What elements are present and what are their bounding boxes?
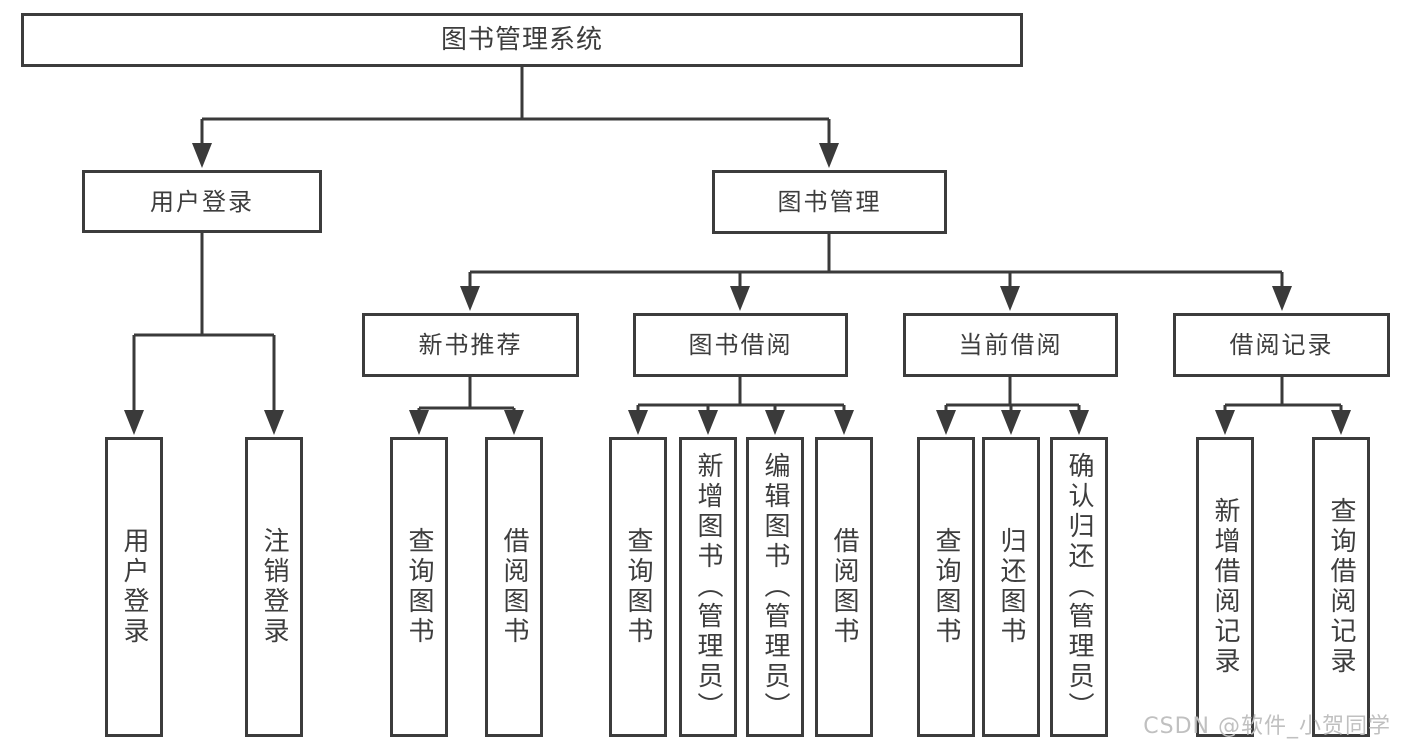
leaf-query-borrow-record: 查询借阅记录 bbox=[1312, 437, 1370, 737]
leaf-borrow-books: 借阅图书 bbox=[815, 437, 873, 737]
arrowhead bbox=[1215, 410, 1235, 435]
leaf-query-books: 查询图书 bbox=[609, 437, 667, 737]
arrowhead bbox=[1331, 410, 1351, 435]
arrowhead bbox=[698, 410, 718, 435]
node-book-borrow: 图书借阅 bbox=[633, 313, 848, 377]
arrowhead bbox=[628, 410, 648, 435]
connector-book-management bbox=[468, 234, 1284, 289]
leaf-add-books-admin: 新增图书（管理员） bbox=[679, 437, 737, 737]
leaf-confirm-return-admin: 确认归还（管理员） bbox=[1050, 437, 1108, 737]
csdn-watermark: CSDN @软件_小贺同学 bbox=[1143, 714, 1391, 739]
leaf-query-books: 查询图书 bbox=[390, 437, 448, 737]
arrowhead bbox=[1000, 286, 1020, 311]
arrowhead bbox=[730, 286, 750, 311]
connector-book-borrow bbox=[636, 377, 846, 412]
arrowhead bbox=[409, 410, 429, 435]
arrowhead bbox=[1272, 286, 1292, 311]
connector-user-login bbox=[132, 233, 276, 412]
arrowhead bbox=[1069, 410, 1089, 435]
arrowhead bbox=[504, 410, 524, 435]
node-current-borrow: 当前借阅 bbox=[903, 313, 1118, 377]
leaf-add-borrow-record: 新增借阅记录 bbox=[1196, 437, 1254, 737]
arrowhead bbox=[460, 286, 480, 311]
node-borrow-records: 借阅记录 bbox=[1173, 313, 1390, 377]
node-root-system: 图书管理系统 bbox=[21, 13, 1023, 67]
leaf-return-books: 归还图书 bbox=[982, 437, 1040, 737]
leaf-borrow-books: 借阅图书 bbox=[485, 437, 543, 737]
connector-root bbox=[200, 66, 831, 146]
arrowhead bbox=[765, 410, 785, 435]
leaf-user-login: 用户登录 bbox=[105, 437, 163, 737]
arrowhead bbox=[1001, 410, 1021, 435]
leaf-query-books: 查询图书 bbox=[917, 437, 975, 737]
arrowhead bbox=[264, 410, 284, 435]
leaf-logout: 注销登录 bbox=[245, 437, 303, 737]
connector-current-borrow bbox=[944, 377, 1081, 412]
leaf-edit-books-admin: 编辑图书（管理员） bbox=[746, 437, 804, 737]
arrowhead bbox=[192, 143, 212, 168]
node-book-management-branch: 图书管理 bbox=[712, 170, 947, 234]
node-user-login-branch: 用户登录 bbox=[82, 170, 322, 233]
connector-new-book bbox=[417, 377, 516, 412]
arrowhead bbox=[936, 410, 956, 435]
node-new-book-recommend: 新书推荐 bbox=[362, 313, 579, 377]
arrowhead bbox=[834, 410, 854, 435]
connector-borrow-records bbox=[1223, 377, 1343, 412]
arrowhead bbox=[124, 410, 144, 435]
arrowhead bbox=[819, 143, 839, 168]
